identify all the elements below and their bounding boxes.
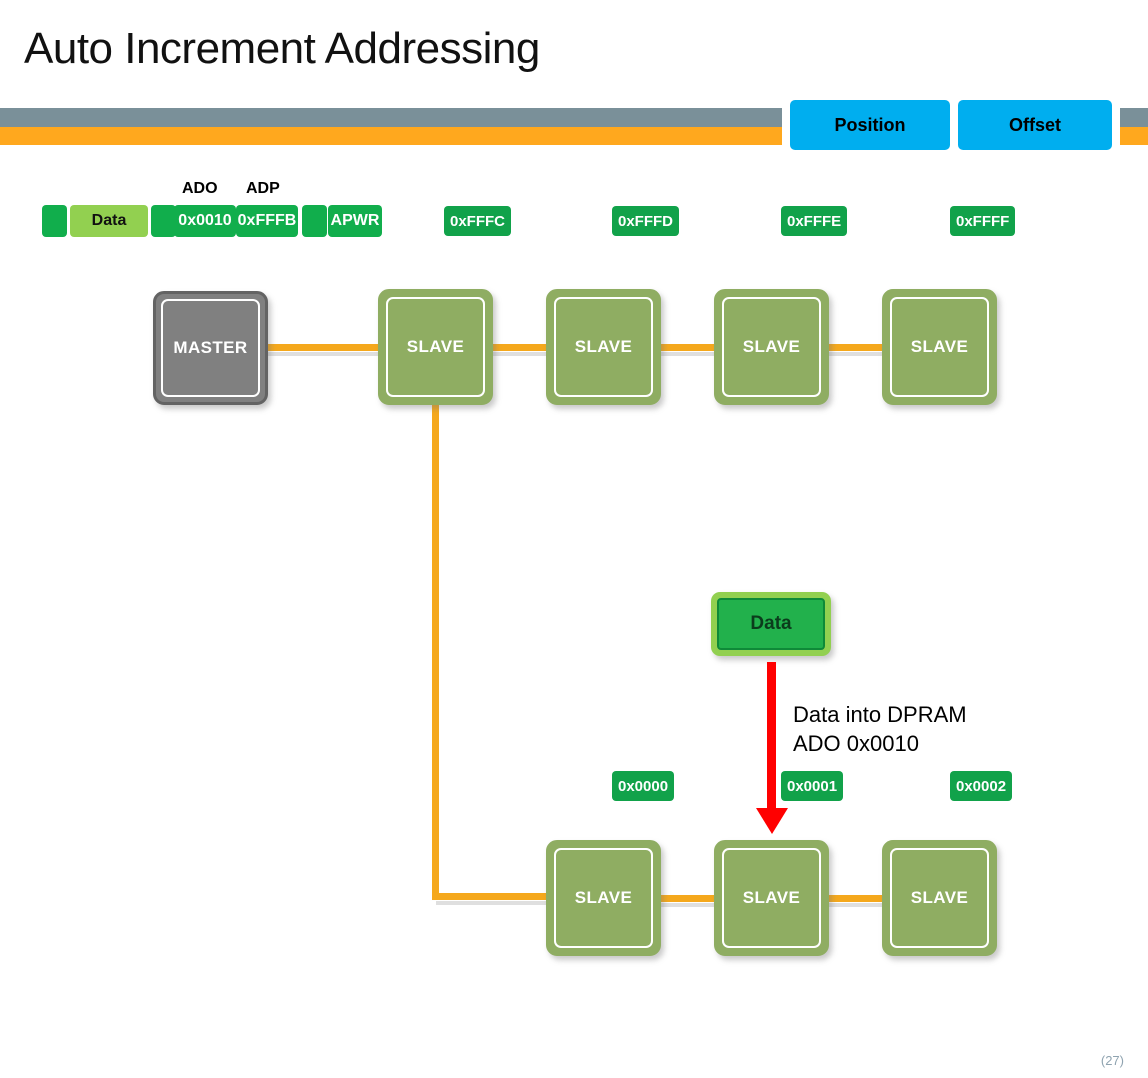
legend-button-offset-label: Offset xyxy=(1008,114,1061,135)
position-badge-0xfffc: 0xFFFC xyxy=(444,206,512,236)
header-bar-gray-right xyxy=(1120,108,1148,127)
data-packet-box: Data xyxy=(711,592,831,656)
node-label: SLAVE xyxy=(742,337,801,356)
node-top-slave-2: SLAVE xyxy=(546,289,661,405)
data-packet-inner-border xyxy=(717,598,825,650)
node-top-slave-3: SLAVE xyxy=(714,289,829,405)
red-arrow-head-icon xyxy=(756,808,788,834)
cable-shadow-slave2-slave3 xyxy=(658,352,717,356)
legend-button-offset[interactable]: Offset xyxy=(958,100,1112,150)
telegram-segment-spacer-2 xyxy=(151,205,176,237)
annotation-text: Data into DPRAM ADO 0x0010 xyxy=(793,702,967,756)
cable-branch-horizontal xyxy=(432,893,552,900)
offset-badge-0x0002: 0x0002 xyxy=(950,771,1013,801)
node-bottom-slave-0: SLAVE xyxy=(546,840,661,956)
offset-badge-0x0001: 0x0001 xyxy=(781,771,844,801)
cable-shadow-slave3-slave4 xyxy=(826,352,885,356)
cable-master-to-slave1 xyxy=(267,344,381,351)
cable-shadow-branch-horizontal xyxy=(436,901,552,905)
node-top-master-0: MASTER xyxy=(153,291,268,405)
node-label: SLAVE xyxy=(574,337,633,356)
node-label: SLAVE xyxy=(574,888,633,907)
header-bar-orange-right xyxy=(1120,127,1148,145)
red-arrow-shaft xyxy=(767,662,776,810)
header-bar-orange-left xyxy=(0,127,782,145)
cable-slave2-to-slave3 xyxy=(658,344,717,351)
node-bottom-slave-2: SLAVE xyxy=(882,840,997,956)
legend-button-position[interactable]: Position xyxy=(790,100,950,150)
node-bottom-slave-1: SLAVE xyxy=(714,840,829,956)
node-label: SLAVE xyxy=(406,337,465,356)
telegram-segment-spacer-0 xyxy=(42,205,67,237)
cable-branch-vertical xyxy=(432,400,439,900)
cable-shadow-slave1-slave2 xyxy=(490,352,549,356)
position-badge-0xfffe: 0xFFFE xyxy=(781,206,848,236)
cable-shadow-bslave2-bslave3 xyxy=(826,903,885,907)
cable-slave1-to-slave2 xyxy=(490,344,549,351)
telegram-segment-spacer-5 xyxy=(302,205,327,237)
legend-button-position-label: Position xyxy=(834,114,906,135)
node-top-slave-1: SLAVE xyxy=(378,289,493,405)
telegram-segment-0x0010: 0x0010 xyxy=(174,205,236,237)
node-top-slave-4: SLAVE xyxy=(882,289,997,405)
cable-bottom-slave2-to-slave3 xyxy=(826,895,885,902)
node-label: SLAVE xyxy=(910,888,969,907)
header-bar-gray-left xyxy=(0,108,782,127)
telegram-caption-ado: ADO xyxy=(182,180,218,197)
position-badge-0xfffd: 0xFFFD xyxy=(612,206,680,236)
cable-slave3-to-slave4 xyxy=(826,344,885,351)
node-label: SLAVE xyxy=(910,337,969,356)
position-badge-0xffff: 0xFFFF xyxy=(950,206,1016,236)
page-number: (27) xyxy=(1100,1053,1124,1068)
telegram-segment-0xfffb: 0xFFFB xyxy=(236,205,298,237)
data-packet-label: Data xyxy=(750,613,792,634)
node-label: MASTER xyxy=(173,338,248,357)
cable-shadow-master-slave1 xyxy=(267,352,381,356)
offset-badge-0x0000: 0x0000 xyxy=(612,771,675,801)
telegram-caption-adp: ADP xyxy=(246,180,280,197)
page-title: Auto Increment Addressing xyxy=(24,24,540,73)
telegram-segment-apwr: APWR xyxy=(328,205,382,237)
telegram-segment-data: Data xyxy=(70,205,148,237)
cable-shadow-bslave1-bslave2 xyxy=(658,903,717,907)
node-label: SLAVE xyxy=(742,888,801,907)
cable-bottom-slave1-to-slave2 xyxy=(658,895,717,902)
